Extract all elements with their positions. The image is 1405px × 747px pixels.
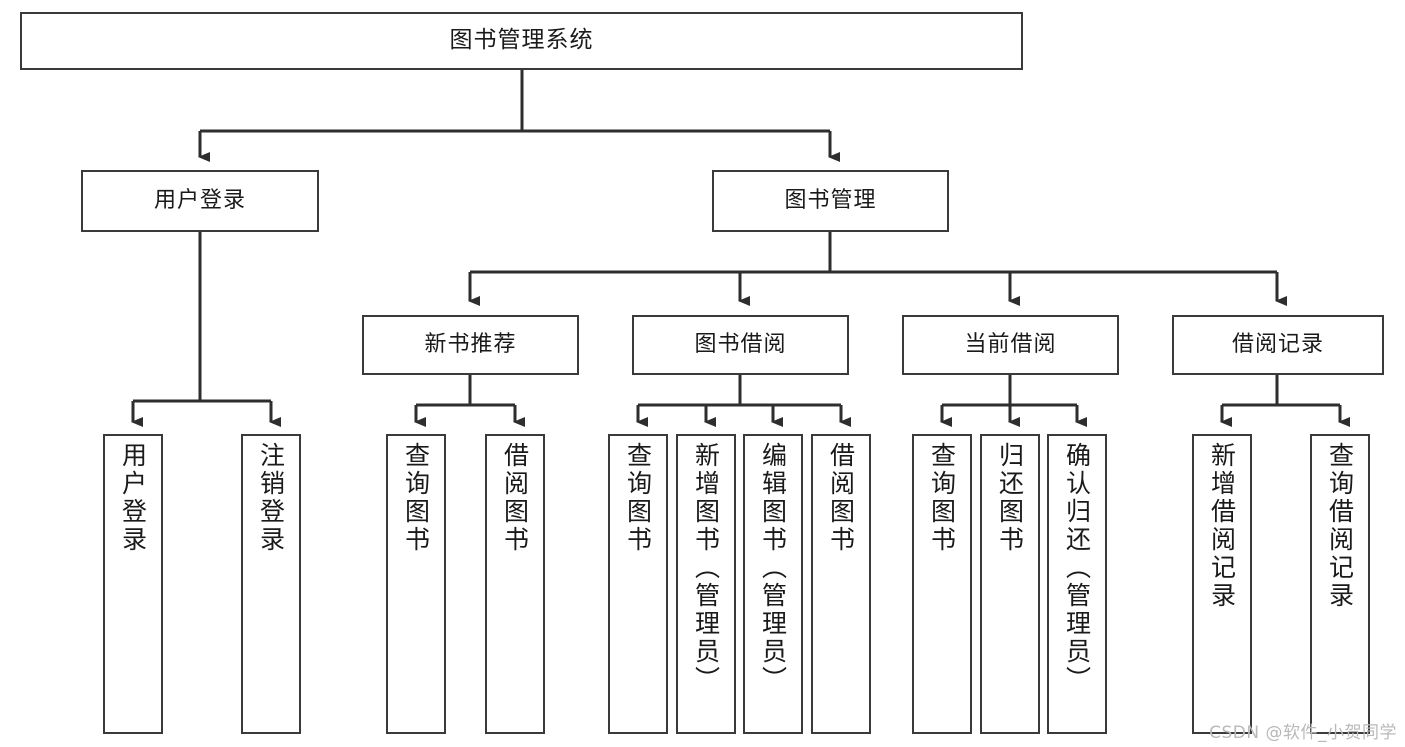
node-current-borrow[interactable]: 当前借阅 (902, 315, 1119, 375)
node-label: 借阅记录 (1231, 331, 1324, 357)
node-label: 当前借阅 (964, 331, 1057, 357)
node-label: 借阅图书 (826, 442, 856, 554)
node-label: 注销登录 (256, 442, 286, 554)
node-label: 用户登录 (153, 187, 246, 213)
node-leaf-user-login[interactable]: 用户登录 (103, 434, 163, 734)
node-new-book-recommend[interactable]: 新书推荐 (362, 315, 579, 375)
node-leaf-borrow-books-recommend[interactable]: 借阅图书 (485, 434, 545, 734)
node-leaf-logout[interactable]: 注销登录 (241, 434, 301, 734)
node-label: 借阅图书 (500, 442, 530, 554)
node-label: 编辑图书（管理员） (758, 442, 788, 694)
node-leaf-query-books-current[interactable]: 查询图书 (912, 434, 972, 734)
node-label: 用户登录 (118, 442, 148, 554)
node-label: 归还图书 (995, 442, 1025, 554)
node-label: 新增借阅记录 (1207, 442, 1237, 610)
node-leaf-confirm-return-admin[interactable]: 确认归还（管理员） (1047, 434, 1107, 734)
node-book-management[interactable]: 图书管理 (712, 170, 949, 232)
node-label: 确认归还（管理员） (1062, 442, 1092, 694)
node-label: 查询图书 (623, 442, 653, 554)
node-label: 图书借阅 (694, 331, 787, 357)
node-label: 图书管理 (784, 187, 877, 213)
node-leaf-edit-book-admin[interactable]: 编辑图书（管理员） (743, 434, 803, 734)
node-label: 图书管理系统 (449, 27, 594, 54)
node-leaf-query-borrow-record[interactable]: 查询借阅记录 (1310, 434, 1370, 734)
node-label: 查询图书 (927, 442, 957, 554)
node-leaf-add-book-admin[interactable]: 新增图书（管理员） (676, 434, 736, 734)
node-label: 新书推荐 (424, 331, 517, 357)
node-leaf-query-books-recommend[interactable]: 查询图书 (386, 434, 446, 734)
node-leaf-return-books[interactable]: 归还图书 (980, 434, 1040, 734)
node-leaf-add-borrow-record[interactable]: 新增借阅记录 (1192, 434, 1252, 734)
csdn-watermark: CSDN @软件_小贺同学 (1209, 723, 1397, 743)
node-leaf-query-books-borrow[interactable]: 查询图书 (608, 434, 668, 734)
node-label: 查询借阅记录 (1325, 442, 1355, 610)
node-book-borrow[interactable]: 图书借阅 (632, 315, 849, 375)
node-leaf-borrow-books[interactable]: 借阅图书 (811, 434, 871, 734)
node-borrow-records[interactable]: 借阅记录 (1172, 315, 1384, 375)
node-label: 查询图书 (401, 442, 431, 554)
node-label: 新增图书（管理员） (691, 442, 721, 694)
node-root-system[interactable]: 图书管理系统 (20, 12, 1023, 70)
node-user-login[interactable]: 用户登录 (81, 170, 319, 232)
